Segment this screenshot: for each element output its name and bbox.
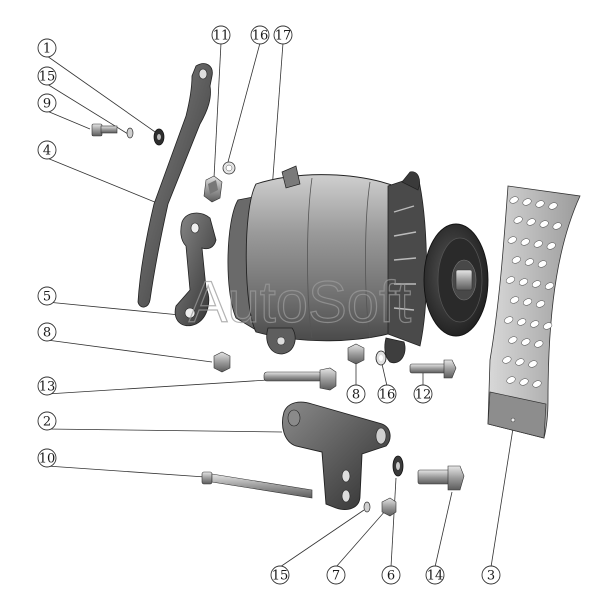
bolt-14: [417, 465, 465, 491]
link-bracket: [174, 212, 217, 327]
shield-hole: [510, 296, 520, 304]
callout-9: 9: [37, 93, 57, 113]
alternator: [227, 165, 489, 364]
shield-hole: [536, 300, 546, 308]
callout-number: 3: [487, 569, 495, 584]
callout-16b: 16: [377, 384, 397, 404]
callout-number: 9: [43, 97, 51, 112]
bolt-9: [91, 123, 118, 137]
callout-number: 6: [387, 569, 395, 584]
shield-hole: [539, 220, 549, 228]
callout-number: 1: [43, 42, 51, 57]
nut-8-left: [213, 351, 231, 373]
callout-4: 4: [37, 140, 57, 160]
watermark: AutoSoft: [189, 270, 411, 335]
callout-number: 7: [332, 569, 340, 584]
callout-5: 5: [37, 286, 57, 306]
lower-bracket: [282, 401, 391, 510]
bolt-10: [201, 471, 313, 499]
shield-hole: [543, 322, 553, 330]
shield-hole: [511, 256, 521, 264]
shield-hole: [548, 202, 558, 210]
callout-number: 2: [43, 415, 51, 430]
callout-6: 6: [381, 565, 401, 585]
shield-hole: [552, 222, 562, 230]
nut-8-right: [347, 343, 365, 365]
shield-hole: [502, 356, 512, 364]
shield-hole: [513, 216, 523, 224]
shield-hole: [515, 358, 525, 366]
bolt-11: [203, 175, 223, 203]
shield-hole: [518, 278, 528, 286]
shield-hole: [546, 242, 556, 250]
nut-7: [381, 497, 397, 517]
callout-number: 15: [272, 569, 289, 584]
leader-lines: [46, 42, 515, 568]
perforated-shield: [487, 185, 581, 439]
callout-14: 14: [425, 565, 445, 585]
shield-hole: [530, 320, 540, 328]
callout-2: 2: [37, 411, 57, 431]
shield-hole: [524, 258, 534, 266]
shield-hole: [534, 340, 544, 348]
adjusting-bar: [137, 63, 213, 308]
shield-hole: [533, 240, 543, 248]
shield-hole: [506, 376, 516, 384]
shield-hole: [505, 276, 515, 284]
bolt-12: [409, 359, 457, 379]
callout-1: 1: [37, 38, 57, 58]
callout-8a: 8: [37, 322, 57, 342]
shield-hole: [531, 280, 541, 288]
callout-number: 10: [39, 452, 56, 467]
callout-number: 4: [43, 144, 51, 159]
callouts: 1 15 9 4 5 8 13 2 10 11 16 17 8 16 12 15 7 6 14 3: [37, 25, 501, 585]
callout-7: 7: [326, 565, 346, 585]
callout-13: 13: [37, 376, 57, 396]
shield-hole: [523, 298, 533, 306]
washer-15-lower: [363, 501, 371, 513]
callout-number: 8: [43, 326, 51, 341]
shield-hole: [508, 336, 518, 344]
callout-10: 10: [37, 448, 57, 468]
callout-number: 12: [415, 388, 432, 403]
shield-hole: [517, 318, 527, 326]
callout-number: 11: [213, 29, 230, 44]
callout-17: 17: [273, 25, 293, 45]
shield-hole: [509, 196, 519, 204]
callout-number: 15: [39, 70, 56, 85]
shield-hole: [535, 200, 545, 208]
callout-number: 16: [252, 29, 269, 44]
callout-11: 11: [211, 25, 231, 45]
shield-hole: [522, 198, 532, 206]
shield-hole: [519, 378, 529, 386]
shield-hole: [526, 218, 536, 226]
callout-15b: 15: [270, 565, 290, 585]
shield-hole: [507, 236, 517, 244]
shield-hole: [532, 380, 542, 388]
callout-number: 16: [379, 388, 396, 403]
callout-number: 8: [352, 388, 360, 403]
callout-number: 14: [427, 569, 444, 584]
shield-hole: [528, 360, 538, 368]
shield-hole: [520, 238, 530, 246]
callout-number: 17: [275, 29, 292, 44]
callout-3: 3: [481, 565, 501, 585]
callout-number: 5: [43, 290, 51, 305]
callout-15a: 15: [37, 66, 57, 86]
callout-12: 12: [413, 384, 433, 404]
shield-hole: [537, 260, 547, 268]
callout-number: 13: [39, 380, 56, 395]
shield-hole: [504, 316, 514, 324]
bolt-13: [263, 367, 337, 391]
washer-15-upper: [126, 127, 134, 139]
callout-8b: 8: [346, 384, 366, 404]
shield-hole: [521, 338, 531, 346]
callout-16a: 16: [250, 25, 270, 45]
shield-hole: [544, 282, 554, 290]
